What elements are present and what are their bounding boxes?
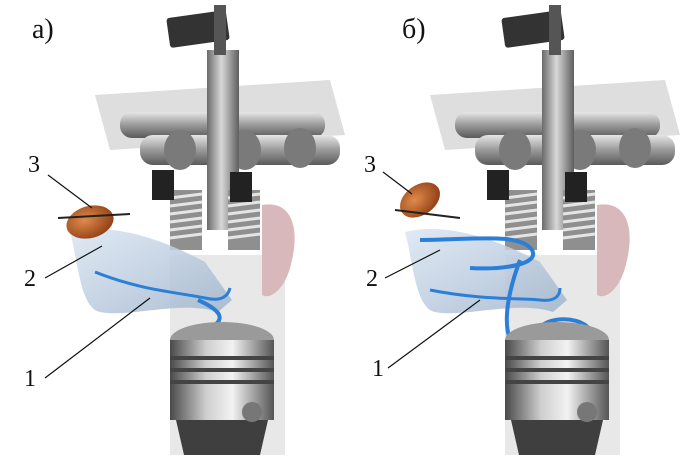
panel-a bbox=[44, 5, 345, 455]
callout-number-2: 2 bbox=[24, 266, 36, 292]
piston-skirt bbox=[176, 420, 268, 455]
piston-pin bbox=[242, 402, 262, 422]
cam-lobe bbox=[619, 128, 651, 168]
callout-line-3 bbox=[382, 171, 413, 195]
cam-lobe bbox=[164, 130, 196, 170]
panel-a-label: а) bbox=[32, 14, 54, 45]
tangential-flow bbox=[419, 236, 536, 271]
callout-number-3: 3 bbox=[28, 152, 40, 178]
valve-springs bbox=[152, 170, 261, 250]
callout-line-1 bbox=[44, 297, 151, 379]
injector-top bbox=[549, 5, 561, 55]
callout-line-2 bbox=[384, 249, 441, 279]
callout-number-1: 1 bbox=[24, 366, 36, 392]
callout-number-3: 3 bbox=[364, 152, 376, 178]
piston-skirt bbox=[511, 420, 603, 455]
callout-line-2 bbox=[44, 245, 103, 279]
callout-line-1 bbox=[387, 299, 481, 369]
cam-lobe bbox=[499, 130, 531, 170]
flap-shaft bbox=[394, 209, 461, 219]
panel-b bbox=[382, 5, 680, 455]
cam-lobe bbox=[284, 128, 316, 168]
callout-number-2: 2 bbox=[366, 266, 378, 292]
piston-pin bbox=[577, 402, 597, 422]
swirl-flap bbox=[66, 205, 114, 239]
injector-connector bbox=[501, 10, 565, 48]
intake-port bbox=[70, 228, 232, 314]
callout-line-3 bbox=[47, 174, 93, 209]
panel-b-label: б) bbox=[402, 14, 426, 45]
intake-flow-line bbox=[94, 270, 232, 301]
injector-connector bbox=[166, 10, 230, 48]
callout-number-1: 1 bbox=[372, 356, 384, 382]
exhaust-port bbox=[597, 204, 630, 297]
exhaust-port bbox=[262, 204, 295, 297]
injector-top bbox=[214, 5, 226, 55]
flap-shaft bbox=[57, 213, 131, 219]
swirl-flap bbox=[400, 182, 440, 218]
intake-flow-line bbox=[429, 287, 562, 302]
